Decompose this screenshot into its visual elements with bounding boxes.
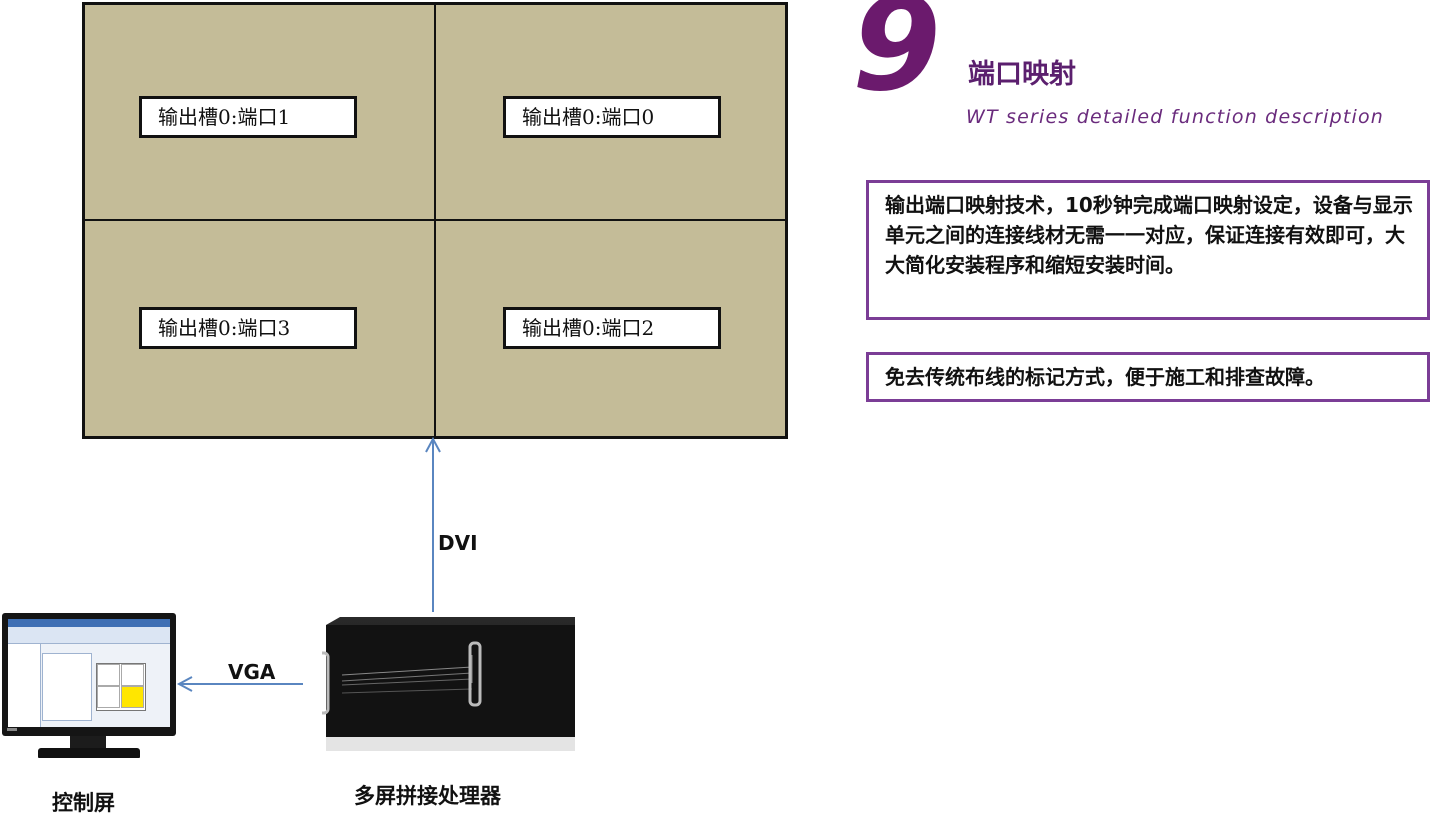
slot-label-bottom-right: 输出槽0:端口2 [503,307,721,349]
software-toolbar [8,627,170,644]
software-wall-cell [97,664,120,686]
section-subtitle: WT series detailed function description [966,106,1385,128]
software-list-panel [42,653,92,721]
monitor-stand [38,748,140,758]
dvi-arrow [425,436,441,612]
description-box-1: 输出端口映射技术，10秒钟完成端口映射设定，设备与显示单元之间的连接线材无需一一… [866,180,1430,320]
slot-label-top-left: 输出槽0:端口1 [139,96,357,138]
monitor-screen [8,619,170,727]
vga-label: VGA [228,660,276,684]
section-title: 端口映射 [968,59,1076,90]
splicing-processor [322,617,575,751]
vga-arrow [176,676,303,692]
wall-divider-horizontal [85,219,785,221]
dvi-label: DVI [438,531,478,555]
slot-label-top-right: 输出槽0:端口0 [503,96,721,138]
section-number: 9 [852,0,942,120]
software-wall-grid [96,663,146,711]
software-wall-cell [121,664,144,686]
slot-label-bottom-left: 输出槽0:端口3 [139,307,357,349]
processor-caption: 多屏拼接处理器 [354,783,501,808]
description-box-2: 免去传统布线的标记方式，便于施工和排查故障。 [866,352,1430,402]
software-titlebar [8,619,170,627]
software-wall-cell [97,686,120,708]
software-tree-panel [8,644,41,727]
control-screen-caption: 控制屏 [52,790,115,815]
software-wall-cell-selected [121,686,144,708]
monitor-neck [70,736,106,750]
video-wall: 输出槽0:端口1 输出槽0:端口0 输出槽0:端口3 输出槽0:端口2 [82,2,788,439]
control-monitor [2,613,176,736]
monitor-logo [7,728,17,731]
